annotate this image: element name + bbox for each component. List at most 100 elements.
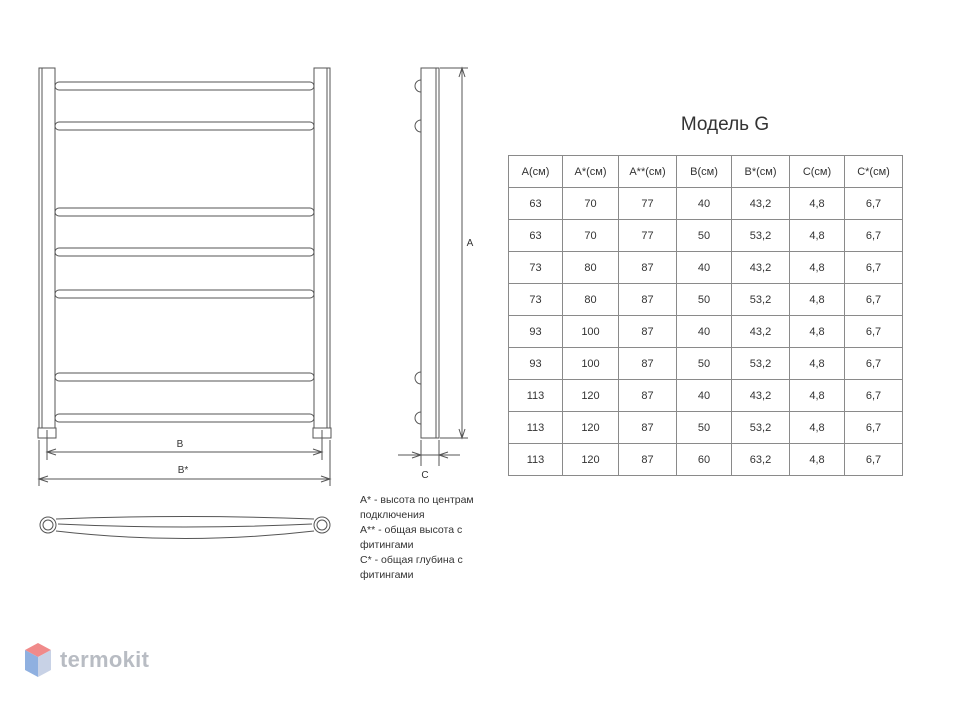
termokit-logo: termokit bbox=[24, 640, 149, 680]
model-title: Модель G bbox=[680, 114, 770, 135]
table-cell: 6,7 bbox=[844, 315, 903, 348]
table-cell: 70 bbox=[562, 187, 619, 220]
table-cell: 6,7 bbox=[844, 283, 903, 316]
table-cell: 87 bbox=[618, 315, 677, 348]
column-header: B*(см) bbox=[731, 155, 790, 188]
rung bbox=[54, 372, 315, 382]
table-cell: 4,8 bbox=[789, 379, 845, 412]
column-header: A(см) bbox=[508, 155, 563, 188]
rung bbox=[54, 81, 315, 91]
rung bbox=[54, 247, 315, 257]
rung bbox=[54, 413, 315, 423]
rung bbox=[54, 289, 315, 299]
table-cell: 63,2 bbox=[731, 443, 790, 476]
table-cell: 100 bbox=[562, 315, 619, 348]
table-cell: 6,7 bbox=[844, 251, 903, 284]
table-cell: 53,2 bbox=[731, 347, 790, 380]
dimension-b bbox=[45, 430, 324, 460]
table-cell: 93 bbox=[508, 315, 563, 348]
table-cell: 50 bbox=[676, 347, 732, 380]
table-cell: 4,8 bbox=[789, 219, 845, 252]
table-cell: 50 bbox=[676, 219, 732, 252]
table-cell: 6,7 bbox=[844, 219, 903, 252]
table-cell: 6,7 bbox=[844, 443, 903, 476]
table-cell: 93 bbox=[508, 347, 563, 380]
table-cell: 40 bbox=[676, 251, 732, 284]
table-cell: 4,8 bbox=[789, 315, 845, 348]
table-cell: 4,8 bbox=[789, 443, 845, 476]
table-cell: 77 bbox=[618, 187, 677, 220]
table-cell: 4,8 bbox=[789, 187, 845, 220]
table-cell: 40 bbox=[676, 379, 732, 412]
table-cell: 4,8 bbox=[789, 283, 845, 316]
cube-logo-icon bbox=[25, 643, 51, 677]
label-c: C bbox=[421, 470, 428, 481]
table-cell: 4,8 bbox=[789, 347, 845, 380]
table-cell: 100 bbox=[562, 347, 619, 380]
table-cell: 60 bbox=[676, 443, 732, 476]
table-cell: 6,7 bbox=[844, 347, 903, 380]
note-c-star: C* - общая глубина с фитингами bbox=[360, 554, 463, 581]
table-cell: 63 bbox=[508, 219, 563, 252]
label-b-star: B* bbox=[178, 465, 189, 476]
table-cell: 53,2 bbox=[731, 283, 790, 316]
note-a-double-star: A** - общая высота с фитингами bbox=[360, 524, 463, 551]
legend-notes: A* - высота по центрам подключения A** -… bbox=[360, 493, 510, 583]
spec-table: A(см) A*(см) A**(см) B(см) B*(см) C(см) … bbox=[508, 155, 903, 476]
front-view bbox=[37, 67, 332, 439]
table-cell: 80 bbox=[562, 283, 619, 316]
table-cell: 6,7 bbox=[844, 411, 903, 444]
side-view bbox=[398, 66, 468, 466]
table-cell: 80 bbox=[562, 251, 619, 284]
logo-text: termokit bbox=[60, 647, 150, 672]
note-a-star: A* - высота по центрам подключения bbox=[360, 494, 474, 521]
table-cell: 53,2 bbox=[731, 219, 790, 252]
table-cell: 73 bbox=[508, 283, 563, 316]
dimension-b-star bbox=[37, 440, 332, 486]
column-header: A**(см) bbox=[618, 155, 677, 188]
rung bbox=[54, 121, 315, 131]
label-b: B bbox=[177, 439, 184, 450]
table-cell: 120 bbox=[562, 411, 619, 444]
table-cell: 73 bbox=[508, 251, 563, 284]
table-cell: 40 bbox=[676, 315, 732, 348]
table-cell: 50 bbox=[676, 283, 732, 316]
table-header-row: A(см) A*(см) A**(см) B(см) B*(см) C(см) … bbox=[508, 155, 903, 188]
table-cell: 120 bbox=[562, 443, 619, 476]
column-header: B(см) bbox=[676, 155, 732, 188]
table-cell: 87 bbox=[618, 283, 677, 316]
table-cell: 87 bbox=[618, 379, 677, 412]
table-cell: 40 bbox=[676, 187, 732, 220]
table-cell: 87 bbox=[618, 251, 677, 284]
table-cell: 77 bbox=[618, 219, 677, 252]
table-cell: 43,2 bbox=[731, 379, 790, 412]
table-cell: 4,8 bbox=[789, 411, 845, 444]
table-cell: 43,2 bbox=[731, 251, 790, 284]
rung bbox=[54, 207, 315, 217]
table-cell: 113 bbox=[508, 379, 563, 412]
table-cell: 120 bbox=[562, 379, 619, 412]
table-cell: 6,7 bbox=[844, 187, 903, 220]
table-cell: 50 bbox=[676, 411, 732, 444]
column-header: C(см) bbox=[789, 155, 845, 188]
table-cell: 53,2 bbox=[731, 411, 790, 444]
table-cell: 43,2 bbox=[731, 187, 790, 220]
label-a: A bbox=[467, 238, 474, 249]
table-cell: 87 bbox=[618, 411, 677, 444]
column-header: C*(см) bbox=[844, 155, 903, 188]
table-cell: 63 bbox=[508, 187, 563, 220]
top-view bbox=[39, 516, 331, 539]
table-cell: 87 bbox=[618, 347, 677, 380]
table-cell: 6,7 bbox=[844, 379, 903, 412]
table-cell: 113 bbox=[508, 443, 563, 476]
table-cell: 70 bbox=[562, 219, 619, 252]
